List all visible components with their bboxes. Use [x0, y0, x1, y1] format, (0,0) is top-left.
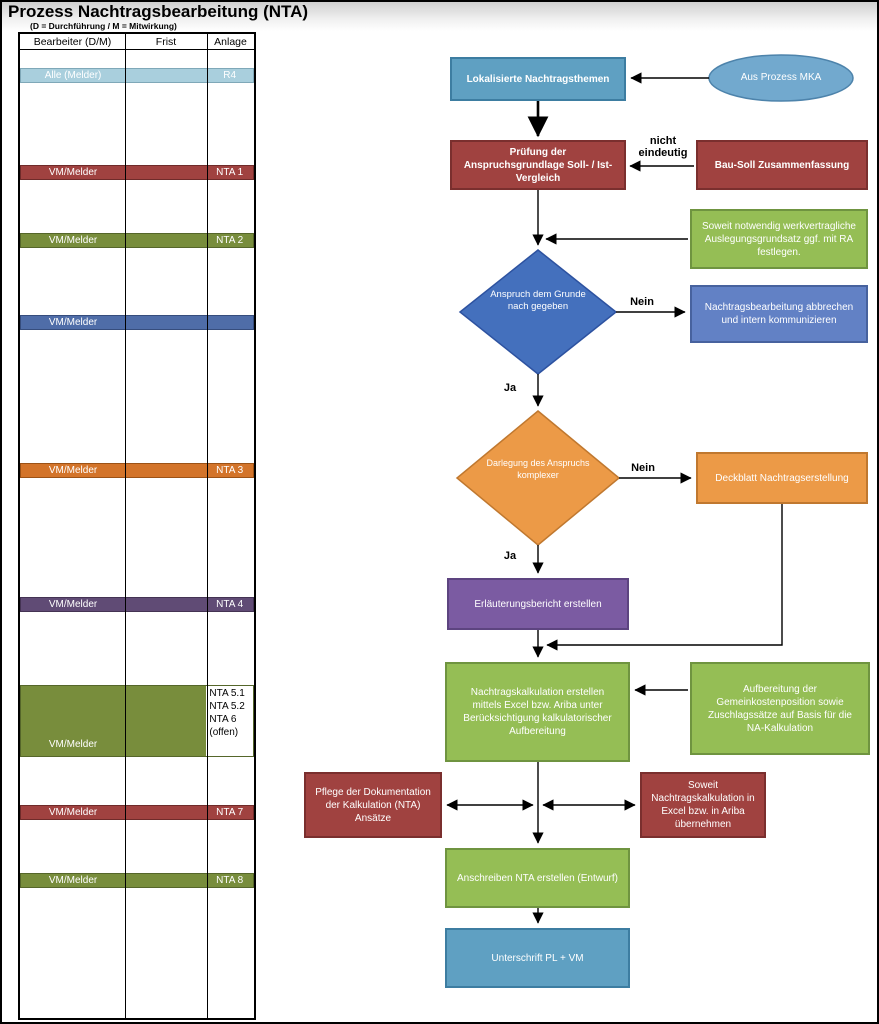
edge-label-nicht-eindeutig: nicht eindeutig — [638, 135, 688, 159]
cell-frist — [125, 598, 206, 611]
column-divider — [125, 34, 126, 1018]
cell-frist — [125, 69, 206, 82]
table-row: Alle (Melder) R4 — [20, 68, 254, 83]
cell-bearbeiter: VM/Melder — [48, 464, 98, 476]
cell-frist — [125, 686, 206, 756]
node-soweit-nachtragskalkulation: Soweit Nachtragskalkulation in Excel bzw… — [640, 772, 766, 838]
column-divider — [207, 34, 208, 1018]
edge-label-ja-2: Ja — [503, 550, 517, 562]
table-header-row: Bearbeiter (D/M) Frist Anlage — [20, 34, 254, 50]
node-soweit-notwendig-ra: Soweit notwendig werkvertragliche Ausleg… — [690, 209, 868, 269]
cell-anlage: NTA 1 — [216, 166, 244, 178]
cell-frist — [125, 166, 206, 179]
node-anschreiben-nta: Anschreiben NTA erstellen (Entwurf) — [445, 848, 630, 908]
node-deckblatt-nachtragserstellung: Deckblatt Nachtragserstellung — [696, 452, 868, 504]
edge-label-ja-1: Ja — [503, 382, 517, 394]
table-row: VM/Melder NTA 2 — [20, 233, 254, 248]
node-nachtragsbearbeitung-abbrechen: Nachtragsbearbeitung abbrechen und inter… — [690, 285, 868, 343]
header-frist: Frist — [155, 35, 177, 48]
page-title: Prozess Nachtragsbearbeitung (NTA) — [8, 2, 309, 21]
cell-bearbeiter: VM/Melder — [48, 874, 98, 886]
edge-label-nein-2: Nein — [631, 462, 655, 474]
cell-bearbeiter: VM/Melder — [48, 739, 98, 750]
node-bau-soll-zusammenfassung: Bau-Soll Zusammenfassung — [696, 140, 868, 190]
table-row: VM/Melder NTA 5.1 NTA 5.2 NTA 6 (offen) — [20, 685, 254, 757]
decision-darlegung-komplexer: Darlegung des Anspruchs komplexer — [486, 458, 590, 480]
cell-anlage: NTA 8 — [216, 874, 244, 886]
cell-bearbeiter: Alle (Melder) — [44, 69, 102, 81]
cell-bearbeiter: VM/Melder — [48, 806, 98, 818]
cell-frist — [125, 806, 206, 819]
table-row: VM/Melder NTA 4 — [20, 597, 254, 612]
cell-frist — [125, 234, 206, 247]
node-pruefung-anspruchsgrundlage: Prüfung der Anspruchsgrundlage Soll- / I… — [450, 140, 626, 190]
cell-bearbeiter: VM/Melder — [48, 166, 98, 178]
cell-anlage: NTA 3 — [216, 464, 244, 476]
cell-frist — [125, 316, 206, 329]
cell-anlage: R4 — [223, 69, 237, 81]
table-row: VM/Melder NTA 8 — [20, 873, 254, 888]
node-aufbereitung-gemeinkosten: Aufbereitung der Gemeinkostenposition so… — [690, 662, 870, 755]
table-row: VM/Melder — [20, 315, 254, 330]
edge-label-nein-1: Nein — [630, 296, 654, 308]
cell-frist — [125, 874, 206, 887]
responsibility-table: Bearbeiter (D/M) Frist Anlage Alle (Meld… — [18, 32, 256, 1020]
cell-anlage: NTA 2 — [216, 234, 244, 246]
cell-anlage: NTA 5.1 NTA 5.2 NTA 6 (offen) — [206, 686, 254, 756]
cell-anlage — [206, 316, 253, 329]
node-unterschrift-pl-vm: Unterschrift PL + VM — [445, 928, 630, 988]
header-bearbeiter: Bearbeiter (D/M) — [33, 35, 112, 48]
header-anlage: Anlage — [214, 35, 247, 48]
table-row: VM/Melder NTA 7 — [20, 805, 254, 820]
cell-bearbeiter: VM/Melder — [48, 598, 98, 610]
table-row: VM/Melder NTA 1 — [20, 165, 254, 180]
decision-anspruch-gegeben: Anspruch dem Grunde nach gegeben — [490, 289, 586, 313]
page-subtitle: (D = Durchführung / M = Mitwirkung) — [30, 21, 177, 31]
node-aus-prozess-mka: Aus Prozess MKA — [740, 72, 822, 83]
cell-frist — [125, 464, 206, 477]
cell-bearbeiter: VM/Melder — [48, 316, 98, 328]
node-lokalisierte-nachtragsthemen: Lokalisierte Nachtragsthemen — [450, 57, 626, 101]
cell-anlage: NTA 4 — [216, 598, 244, 610]
title-bar: Prozess Nachtragsbearbeitung (NTA) (D = … — [0, 0, 879, 31]
node-nachtragskalkulation: Nachtragskalkulation erstellen mittels E… — [445, 662, 630, 762]
cell-bearbeiter: VM/Melder — [48, 234, 98, 246]
cell-anlage: NTA 7 — [216, 806, 244, 818]
node-pflege-dokumentation: Pflege der Dokumentation der Kalkulation… — [304, 772, 442, 838]
table-row: VM/Melder NTA 3 — [20, 463, 254, 478]
node-erlaeuterungsbericht: Erläuterungsbericht erstellen — [447, 578, 629, 630]
